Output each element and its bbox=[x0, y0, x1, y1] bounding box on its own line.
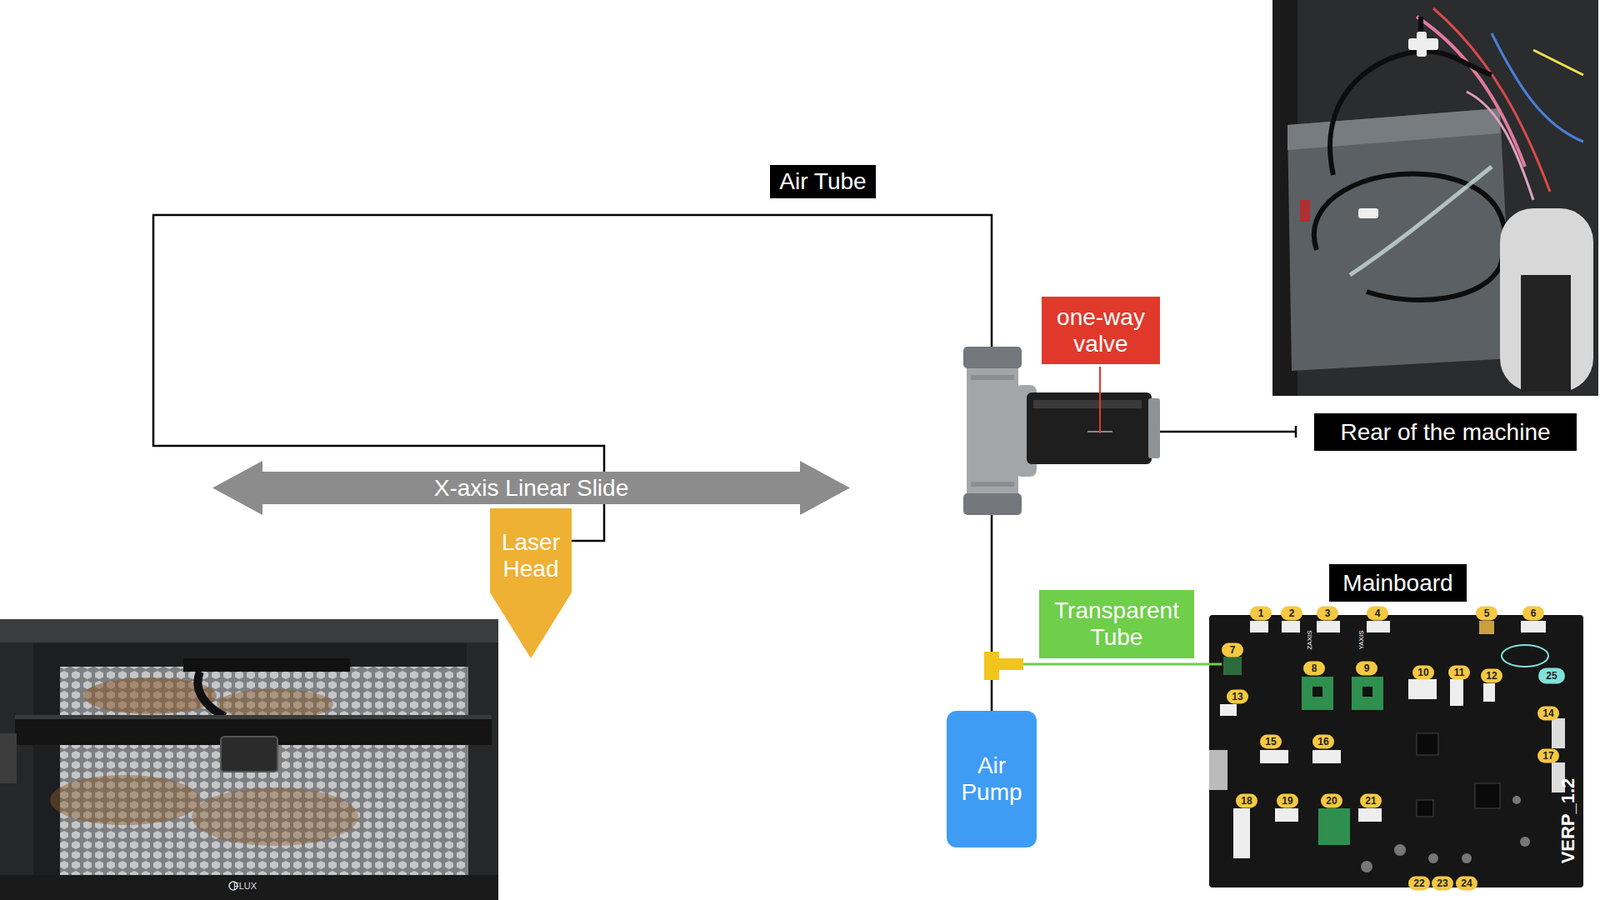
node-text: Air Tube bbox=[779, 168, 866, 195]
node-text: Mainboard bbox=[1342, 570, 1453, 597]
callout-number: 21 bbox=[1360, 794, 1382, 809]
transparent-tube-line bbox=[1021, 663, 1222, 666]
callout-number: 12 bbox=[1480, 669, 1503, 684]
callout-number: 9 bbox=[1355, 661, 1378, 676]
rear-label: Rear of the machine bbox=[1314, 413, 1577, 451]
callout-number: 24 bbox=[1455, 876, 1478, 891]
node-text: Rear of the machine bbox=[1340, 419, 1550, 446]
callout-number: 16 bbox=[1312, 735, 1335, 750]
laser-head: Laser Head bbox=[490, 508, 572, 659]
node-text: X-axis Linear Slide bbox=[434, 475, 629, 502]
shape-fill bbox=[212, 460, 850, 515]
callout-number: 4 bbox=[1366, 606, 1389, 621]
board-label: Mainboard bbox=[1329, 564, 1467, 602]
callout-number: 8 bbox=[1303, 661, 1325, 676]
callout-number: 10 bbox=[1412, 665, 1435, 680]
interior-photo bbox=[1272, 0, 1599, 396]
callout-number: 13 bbox=[1226, 690, 1249, 705]
rear-tube bbox=[1158, 425, 1296, 438]
tube-label: Air Tube bbox=[770, 165, 876, 199]
valve-label: one-way valve bbox=[1041, 296, 1160, 365]
callout-number: 17 bbox=[1537, 749, 1560, 764]
air-pump: Air Pump bbox=[946, 710, 1037, 848]
node-text: one-way valve bbox=[1048, 304, 1154, 358]
callout-number: 11 bbox=[1448, 665, 1470, 680]
callout-number: 20 bbox=[1320, 794, 1343, 809]
callout-number: 18 bbox=[1235, 794, 1258, 809]
callout-number: 14 bbox=[1537, 706, 1560, 721]
board-version: VERP_1.2 bbox=[1557, 778, 1580, 865]
callout-number: 7 bbox=[1221, 643, 1244, 658]
node-text: Laser Head bbox=[493, 529, 569, 583]
yellow-tee bbox=[984, 651, 1024, 680]
node-text: Transparent Tube bbox=[1045, 597, 1188, 651]
callout-number: 25 bbox=[1538, 668, 1565, 685]
valve-leader bbox=[1099, 366, 1101, 434]
board-silkscreen: ZAXIS bbox=[1305, 630, 1314, 650]
tube-label: Transparent Tube bbox=[1039, 590, 1195, 659]
board-silkscreen: YAXIS bbox=[1357, 630, 1365, 650]
callout-number: 1 bbox=[1250, 606, 1272, 621]
node-text: Air Pump bbox=[951, 752, 1032, 806]
callout-number: 3 bbox=[1316, 606, 1339, 621]
callout-number: 23 bbox=[1431, 876, 1454, 891]
slide-arrow: X-axis Linear Slide bbox=[212, 460, 850, 515]
air-tube-line bbox=[153, 215, 992, 711]
brand-mark: FLUX bbox=[233, 880, 257, 891]
tee-fitting bbox=[963, 346, 1160, 515]
machine-photo bbox=[0, 619, 499, 900]
mainboard-photo bbox=[1209, 615, 1584, 888]
callout-number: 19 bbox=[1276, 794, 1299, 809]
callout-number: 2 bbox=[1280, 606, 1303, 621]
callout-number: 6 bbox=[1522, 606, 1545, 621]
callout-number: 5 bbox=[1475, 606, 1498, 621]
callout-number: 15 bbox=[1260, 735, 1282, 750]
shape-fill bbox=[490, 508, 572, 659]
callout-number: 22 bbox=[1408, 876, 1430, 891]
